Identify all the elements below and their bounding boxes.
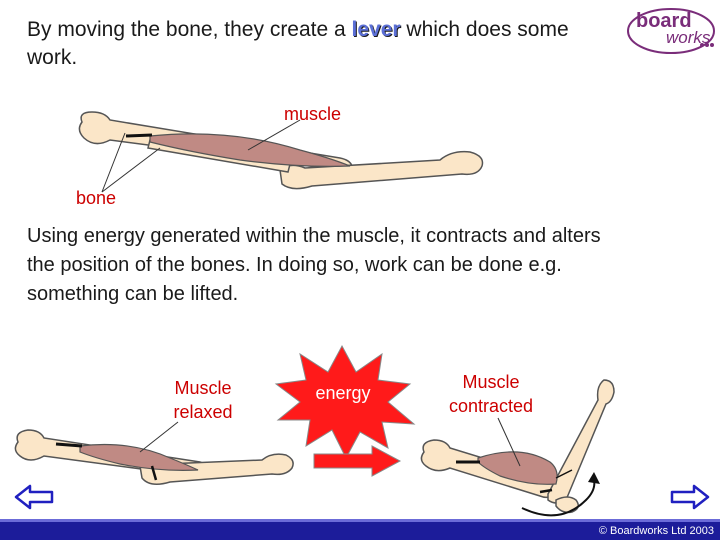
contracted-label: Muscle contracted — [436, 370, 546, 418]
relaxed-tendon — [55, 442, 83, 448]
bone-pointer-2 — [101, 132, 126, 193]
muscle-1 — [149, 133, 351, 167]
rotation-arrowhead — [588, 472, 600, 484]
intro-before: By moving the bone, they create a — [27, 18, 352, 41]
contracted-tendon-3 — [555, 469, 573, 479]
muscle-label: muscle — [284, 104, 342, 124]
footer-bar — [0, 522, 720, 540]
tendon-1 — [125, 133, 153, 138]
footer-accent — [0, 519, 720, 522]
relaxed-muscle — [79, 443, 199, 471]
explanation-text: Using energy generated within the muscle… — [27, 225, 601, 305]
contracted-label-line2: contracted — [448, 396, 534, 416]
forward-button[interactable] — [670, 484, 710, 510]
logo-ellipse-icon — [627, 8, 715, 54]
left-arrow-icon — [14, 484, 54, 510]
copyright-text: © Boardworks Ltd 2003 — [598, 525, 714, 537]
bone-label: bone — [76, 188, 117, 208]
contracted-muscle — [477, 451, 558, 485]
back-button[interactable] — [14, 484, 54, 510]
contracted-pointer — [497, 417, 521, 467]
lever-keyword: lever — [351, 18, 401, 41]
boardworks-logo: board works — [626, 6, 716, 56]
relaxed-tendon-2 — [150, 465, 158, 481]
relaxed-pointer — [139, 421, 179, 453]
intro-after: which does some work. — [27, 18, 569, 69]
intro-text: By moving the bone, they create a lever … — [27, 16, 587, 72]
muscle-pointer-1 — [247, 119, 301, 151]
bone-pointer-1 — [101, 147, 161, 193]
logo-line1: board — [636, 10, 692, 32]
relaxed-label-line1: Muscle — [174, 378, 232, 398]
contracted-label-line1: Muscle — [462, 372, 520, 392]
logo-line2: works — [666, 28, 711, 47]
energy-arrow-icon — [313, 445, 402, 477]
rotation-arrow-icon — [521, 479, 596, 517]
relaxed-label: Muscle relaxed — [158, 376, 248, 424]
contracted-tendon-2 — [539, 488, 553, 494]
energy-label: energy — [315, 383, 371, 403]
right-arrow-icon — [670, 484, 710, 510]
relaxed-label-line2: relaxed — [173, 402, 233, 422]
